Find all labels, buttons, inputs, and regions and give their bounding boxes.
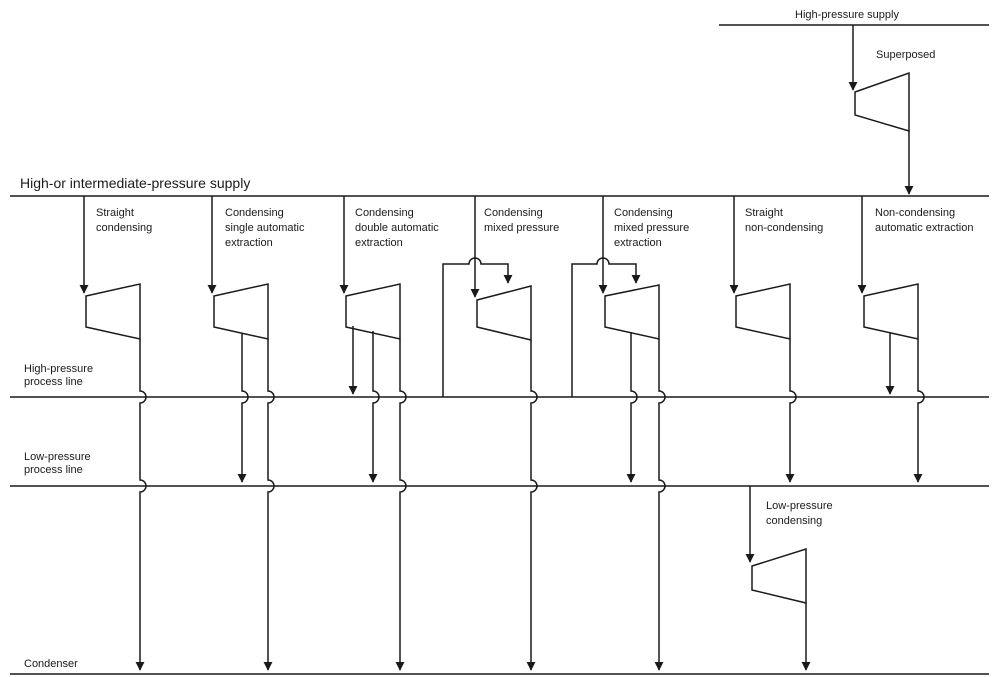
turbine-icon — [476, 285, 532, 341]
turbine-icon — [863, 283, 919, 340]
exhaust-to-condenser — [395, 339, 407, 671]
turbine-label: Condensing single automatic extraction — [225, 207, 308, 249]
turbine-icon — [213, 283, 269, 340]
turbine-straight-non-condensing: Straight non-condensing — [729, 196, 823, 483]
turbine-label: Condensing double automatic extraction — [355, 207, 442, 249]
turbine-icon — [751, 547, 807, 604]
turbine-non-condensing-extraction: Non-condensing automatic extraction — [857, 196, 973, 483]
turbine-label: Straight condensing — [96, 207, 152, 234]
turbine-straight-condensing: Straight condensing — [79, 196, 152, 671]
turbine-icon — [735, 283, 791, 340]
high-pressure-supply-title: High-pressure supply — [795, 9, 899, 21]
exhaust-to-condenser — [135, 339, 147, 671]
turbine-low-pressure-condensing: Low-pressure condensing — [745, 486, 836, 671]
turbine-icon — [85, 283, 141, 340]
turbine-icon — [604, 284, 660, 340]
turbine-icon — [345, 283, 401, 340]
exhaust-to-lp — [785, 339, 797, 483]
turbine-label: Straight non-condensing — [745, 207, 823, 234]
extraction-to-lp — [368, 331, 380, 483]
turbine-label: Condensing mixed pressure extraction — [614, 207, 692, 249]
condenser-label: Condenser — [24, 658, 78, 670]
hp-admission-line — [442, 257, 513, 397]
exhaust-to-lp — [913, 339, 925, 483]
turbine-label: Non-condensing automatic extraction — [875, 207, 973, 234]
turbine-label: Condensing mixed pressure — [484, 207, 559, 234]
turbine-condensing-single-extraction: Condensing single automatic extraction — [207, 196, 308, 671]
turbine-label: Low-pressure condensing — [766, 500, 836, 527]
hp-admission-line — [571, 257, 641, 397]
extraction-to-lp — [626, 332, 638, 483]
exhaust-to-condenser — [526, 340, 538, 671]
main-supply-title: High-or intermediate-pressure supply — [20, 175, 250, 191]
lp-process-label: Low-pressure process line — [24, 451, 94, 476]
turbine-condensing-mixed-pressure: Condensing mixed pressure — [442, 196, 559, 671]
superposed-turbine-icon — [854, 71, 910, 133]
turbine-condensing-double-extraction: Condensing double automatic extraction — [339, 196, 442, 671]
exhaust-to-condenser — [263, 339, 275, 671]
hp-process-label: High-pressure process line — [24, 363, 96, 388]
exhaust-to-condenser — [654, 339, 666, 671]
turbine-condensing-mixed-pressure-extraction: Condensing mixed pressure extraction — [571, 196, 692, 671]
extraction-to-lp — [237, 333, 249, 483]
superposed-label: Superposed — [876, 49, 935, 61]
